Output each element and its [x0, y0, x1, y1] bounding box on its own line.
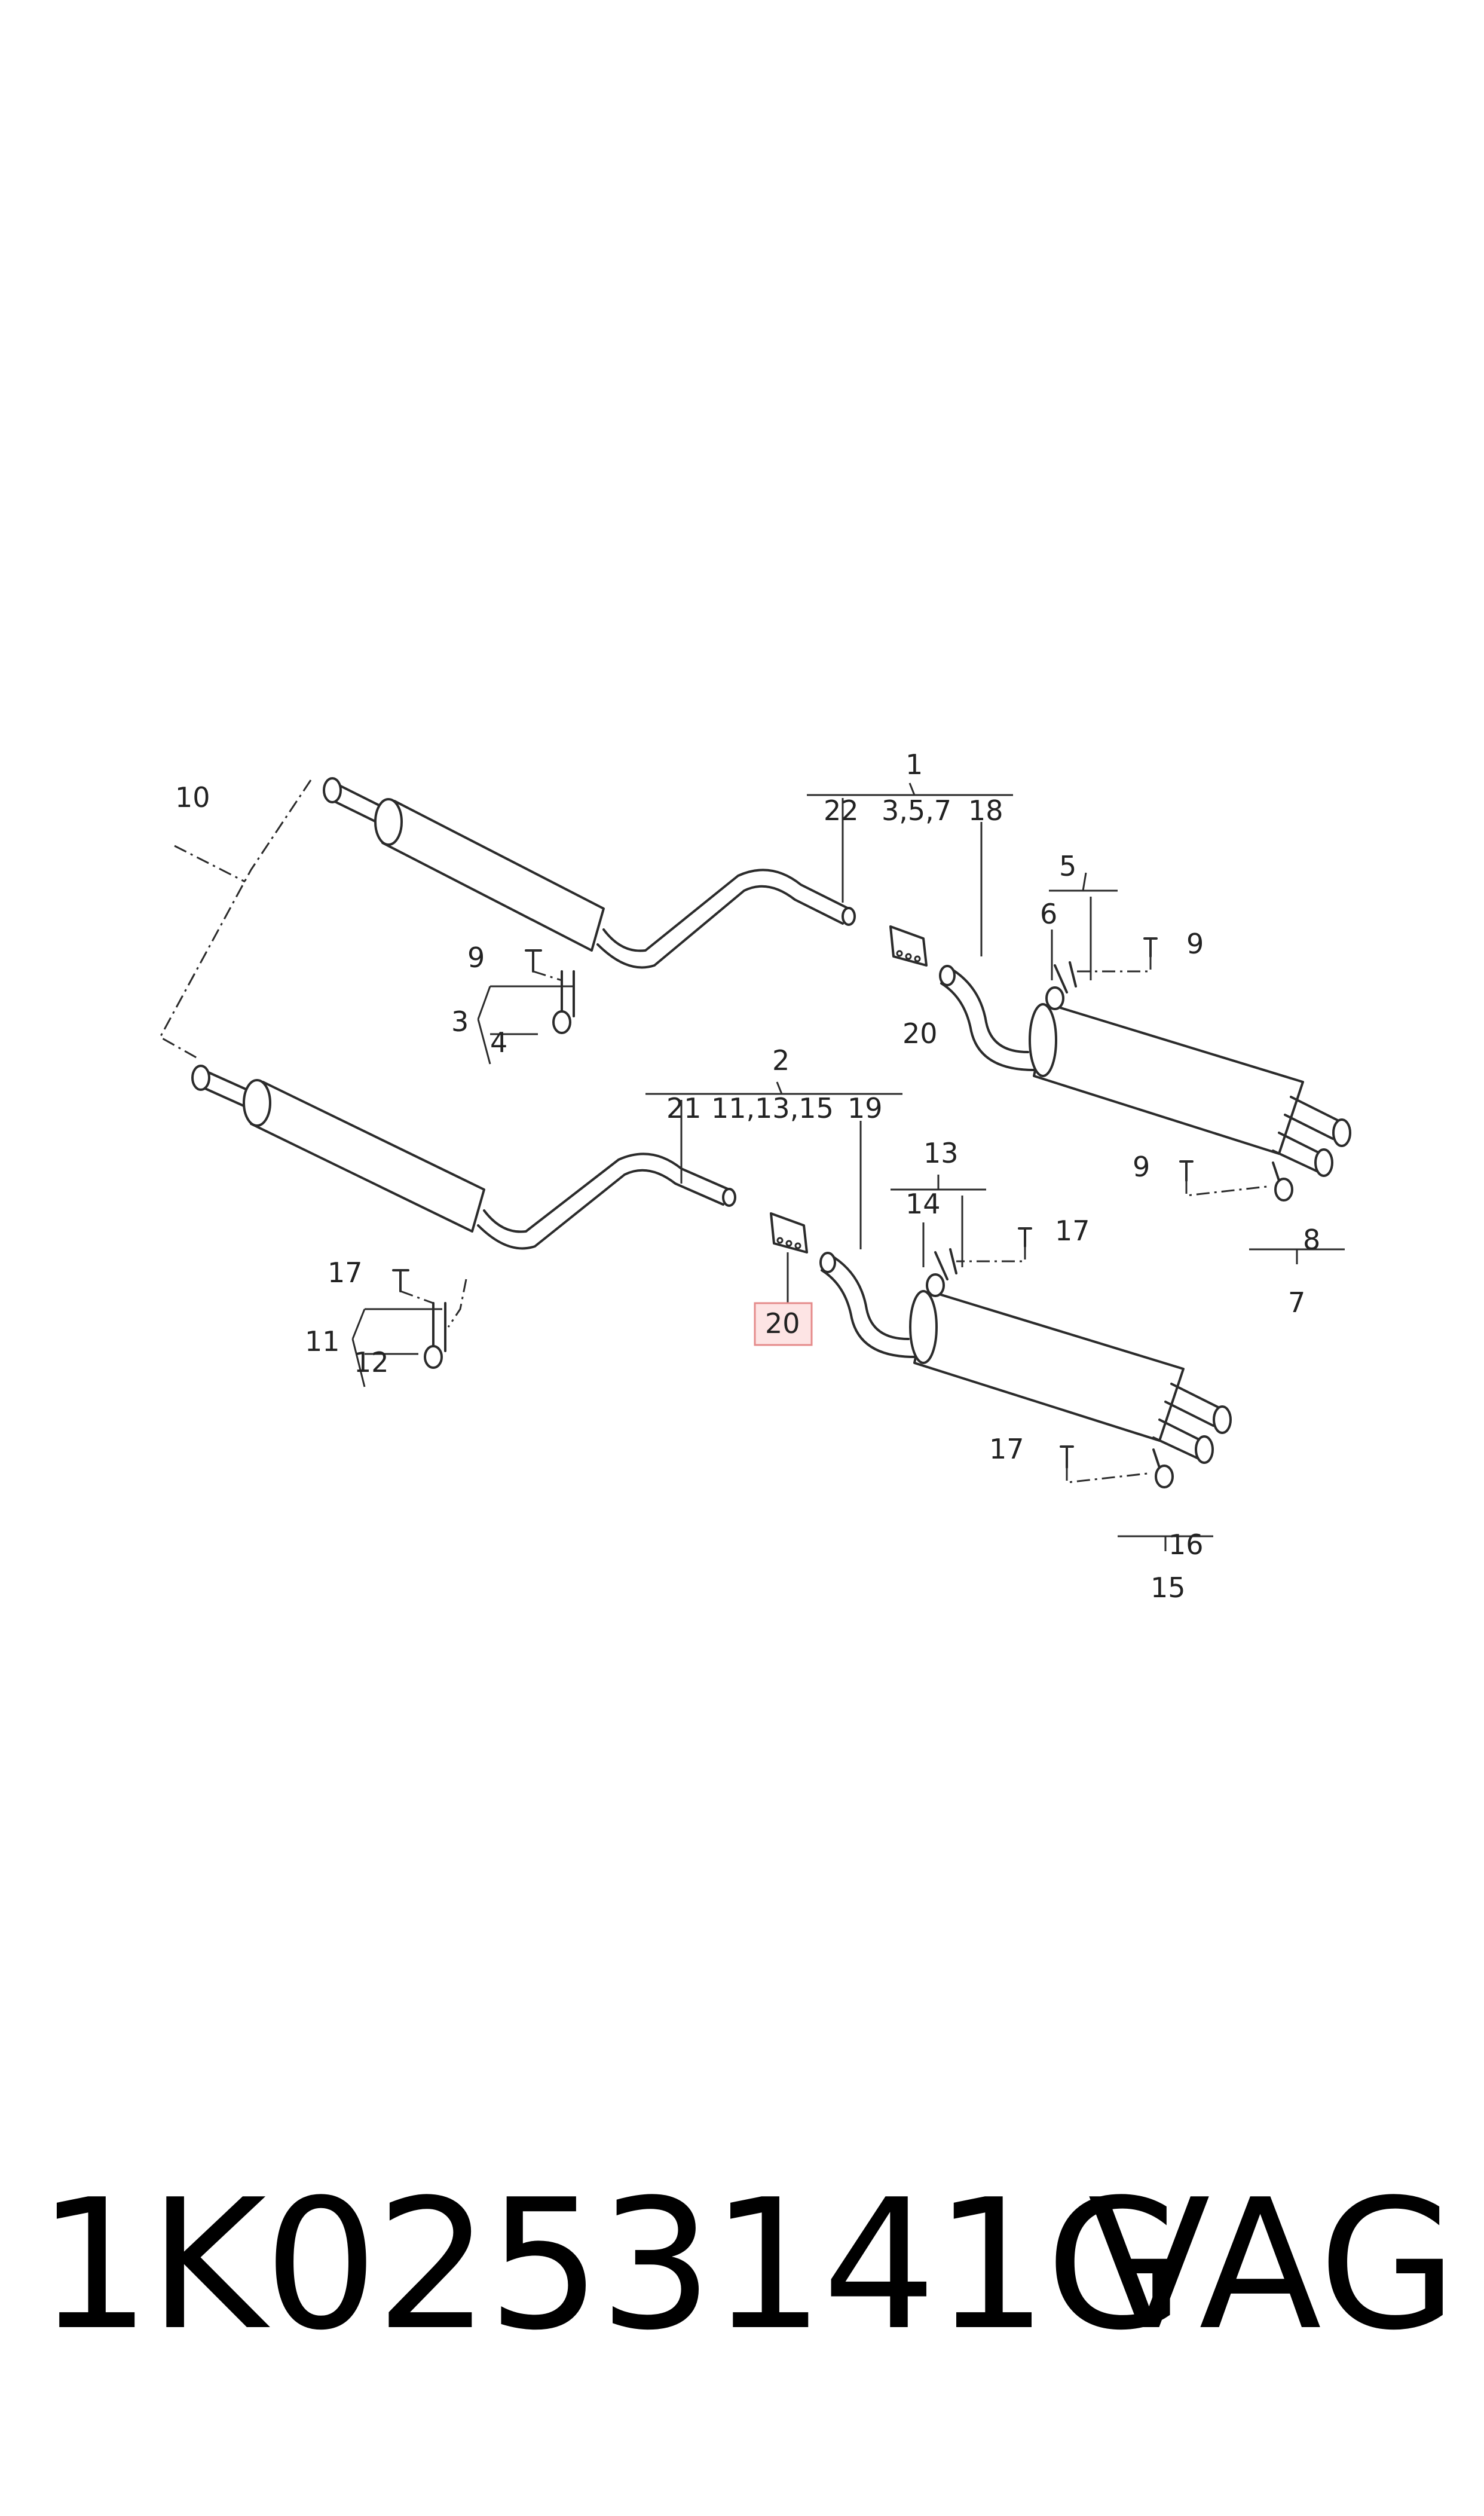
footer: 1K0253141G VAG — [0, 2176, 1484, 2355]
callout-1: 1 — [905, 748, 923, 781]
callout-4: 4 — [490, 1026, 507, 1059]
part-number: 1K0253141G — [37, 2161, 1185, 2370]
callout-20b: 20 — [765, 1307, 800, 1340]
callout-22: 22 — [824, 794, 859, 827]
callout-group-3-5-7: 3,5,7 — [882, 794, 951, 827]
callout-11: 11 — [305, 1325, 340, 1358]
callout-2: 2 — [772, 1044, 790, 1077]
callout-5: 5 — [1059, 850, 1076, 882]
callout-21: 21 — [666, 1092, 702, 1124]
callout-8: 8 — [1303, 1224, 1320, 1256]
callout-16: 16 — [1168, 1528, 1204, 1561]
callout-group-11-13-15: 11,13,15 — [711, 1092, 834, 1124]
callout-10: 10 — [175, 781, 210, 814]
callout-13: 13 — [923, 1137, 959, 1169]
callout-17b: 17 — [328, 1257, 363, 1289]
callout-14: 14 — [905, 1188, 941, 1220]
upper-exhaust-assembly — [158, 777, 1351, 1264]
callout-19: 19 — [847, 1092, 883, 1124]
callout-9a: 9 — [467, 941, 485, 974]
lower-exhaust-assembly — [191, 1065, 1232, 1551]
callout-3: 3 — [451, 1005, 469, 1038]
callout-15: 15 — [1151, 1572, 1186, 1604]
callout-20a: 20 — [902, 1017, 938, 1050]
callout-17a: 17 — [1055, 1215, 1090, 1247]
callout-6: 6 — [1040, 898, 1057, 930]
callout-18: 18 — [968, 794, 1003, 827]
callout-9b: 9 — [1186, 928, 1204, 960]
callout-labels: 1 22 3,5,7 18 10 5 6 9 9 3 4 20 2 21 11,… — [175, 748, 1320, 1604]
callout-7: 7 — [1288, 1286, 1305, 1319]
callout-17c: 17 — [989, 1433, 1024, 1465]
callout-12: 12 — [354, 1346, 389, 1378]
callout-9c: 9 — [1133, 1151, 1150, 1183]
brand-name: VAG — [1088, 2161, 1458, 2370]
highlight-box — [754, 1302, 813, 1346]
